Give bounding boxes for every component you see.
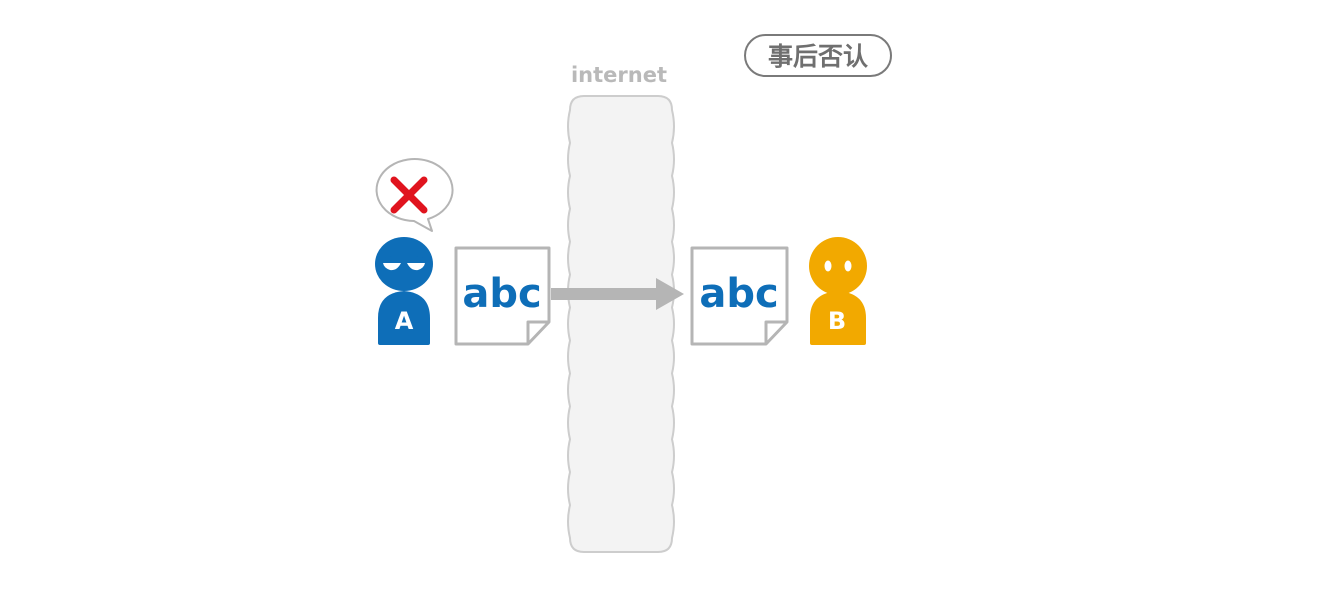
person-a-body <box>378 291 430 345</box>
document-sent: abc <box>454 246 551 346</box>
x-mark-icon <box>390 176 428 214</box>
person-b-label: B <box>828 307 846 335</box>
person-a-label: A <box>395 307 414 335</box>
transfer-arrow <box>551 278 684 310</box>
internet-label: internet <box>571 63 667 87</box>
document-received-page <box>690 246 789 346</box>
document-sent-fold <box>526 320 549 344</box>
speech-bubble-outline <box>375 158 454 232</box>
person-b-head <box>809 237 867 295</box>
arrow-head <box>656 278 684 310</box>
internet-band: internet <box>567 63 675 553</box>
document-received: abc <box>690 246 789 346</box>
arrow-shaft <box>551 288 659 300</box>
document-sent-text: abc <box>462 271 541 317</box>
internet-column <box>567 95 675 553</box>
person-b-body <box>810 291 866 345</box>
document-sent-page <box>454 246 551 346</box>
repudiation-tag: 事后否认 <box>744 34 892 77</box>
document-received-fold <box>764 320 787 344</box>
tag-pill <box>744 34 892 77</box>
person-b-right-eye <box>844 260 852 272</box>
person-b-left-eye <box>824 260 832 272</box>
person-a-left-eye <box>383 263 401 271</box>
document-received-text: abc <box>699 271 778 317</box>
person-a: A <box>375 237 433 345</box>
tag-label: 事后否认 <box>768 42 868 71</box>
person-a-right-eye <box>407 263 425 271</box>
speech-bubble <box>375 158 454 232</box>
person-b: B <box>809 237 867 345</box>
